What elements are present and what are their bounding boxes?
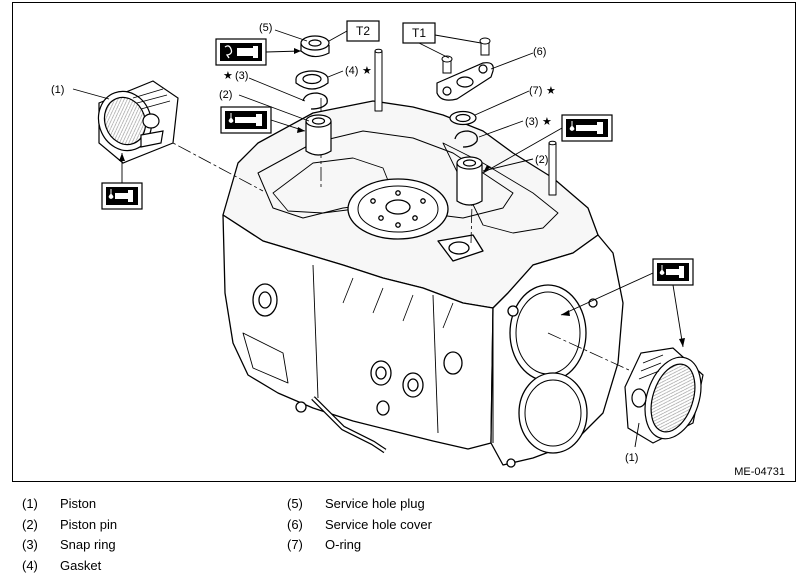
piston-left <box>97 80 179 164</box>
legend-item: (7)O-ring <box>287 537 362 552</box>
svg-text:T2: T2 <box>356 24 370 38</box>
callout-gasket: (4) <box>345 65 358 77</box>
callout-oring: (7) <box>529 85 542 97</box>
torque-box-t1: T1 <box>402 22 436 44</box>
callout-plug: (5) <box>259 22 272 34</box>
legend-item: (2)Piston pin <box>22 516 118 532</box>
legend-right: (5)Service hole plug (6)Service hole cov… <box>287 494 432 556</box>
piston-right <box>624 347 704 444</box>
figure-code: ME-04731 <box>734 466 785 478</box>
callout-piston-left: (1) <box>51 84 64 96</box>
star-snap-right: ★ <box>542 116 552 128</box>
service-hole-plug <box>300 35 330 58</box>
callout-cover: (6) <box>533 46 546 58</box>
callout-labels: (1) (1) (5) (4) ★ ★ (3) (2) (6) (7) ★ (3… <box>51 22 638 464</box>
callout-pin-left: (2) <box>219 89 232 101</box>
grease-symbol-box <box>215 38 267 66</box>
callout-piston-right: (1) <box>625 452 638 464</box>
piston-pin-right <box>456 156 483 206</box>
oil-can-icon <box>228 113 234 123</box>
piston-pin-left <box>305 114 332 156</box>
engine-block <box>222 48 624 468</box>
callout-pin-right: (2) <box>535 154 548 166</box>
grease-icon <box>224 45 233 59</box>
star-gasket: ★ <box>362 65 372 77</box>
oil-symbol-box-left <box>220 106 272 134</box>
star-snap-left: ★ <box>223 70 233 82</box>
callout-snap-right: (3) <box>525 116 538 128</box>
oil-symbol-box-piston-right <box>652 258 694 286</box>
legend-item: (3)Snap ring <box>22 537 116 552</box>
arrowheads <box>119 48 685 347</box>
legend-item: (1)Piston <box>22 496 97 511</box>
oil-symbol-box-piston-left <box>101 182 143 210</box>
exploded-diagram: T2 T1 <box>12 2 796 482</box>
o-ring-right <box>449 110 477 126</box>
diagram-canvas: T2 T1 <box>51 20 785 478</box>
snap-ring-left <box>302 92 328 110</box>
svg-text:T1: T1 <box>412 26 426 40</box>
service-hole-cover <box>436 62 494 101</box>
star-oring: ★ <box>546 85 556 97</box>
oil-symbol-box-right <box>561 114 613 142</box>
callout-snap-left: (3) <box>235 70 248 82</box>
legend-left: (1)Piston (2)Piston pin (3)Snap ring (4)… <box>22 494 117 576</box>
legend-item: (6)Service hole cover <box>287 516 432 532</box>
gasket-left <box>295 70 329 90</box>
legend-item: (5)Service hole plug <box>287 496 425 511</box>
torque-box-t2: T2 <box>346 20 380 42</box>
snap-ring-right <box>454 130 478 148</box>
cover-bolts <box>441 37 491 74</box>
legend-item: (4)Gasket <box>22 557 102 573</box>
